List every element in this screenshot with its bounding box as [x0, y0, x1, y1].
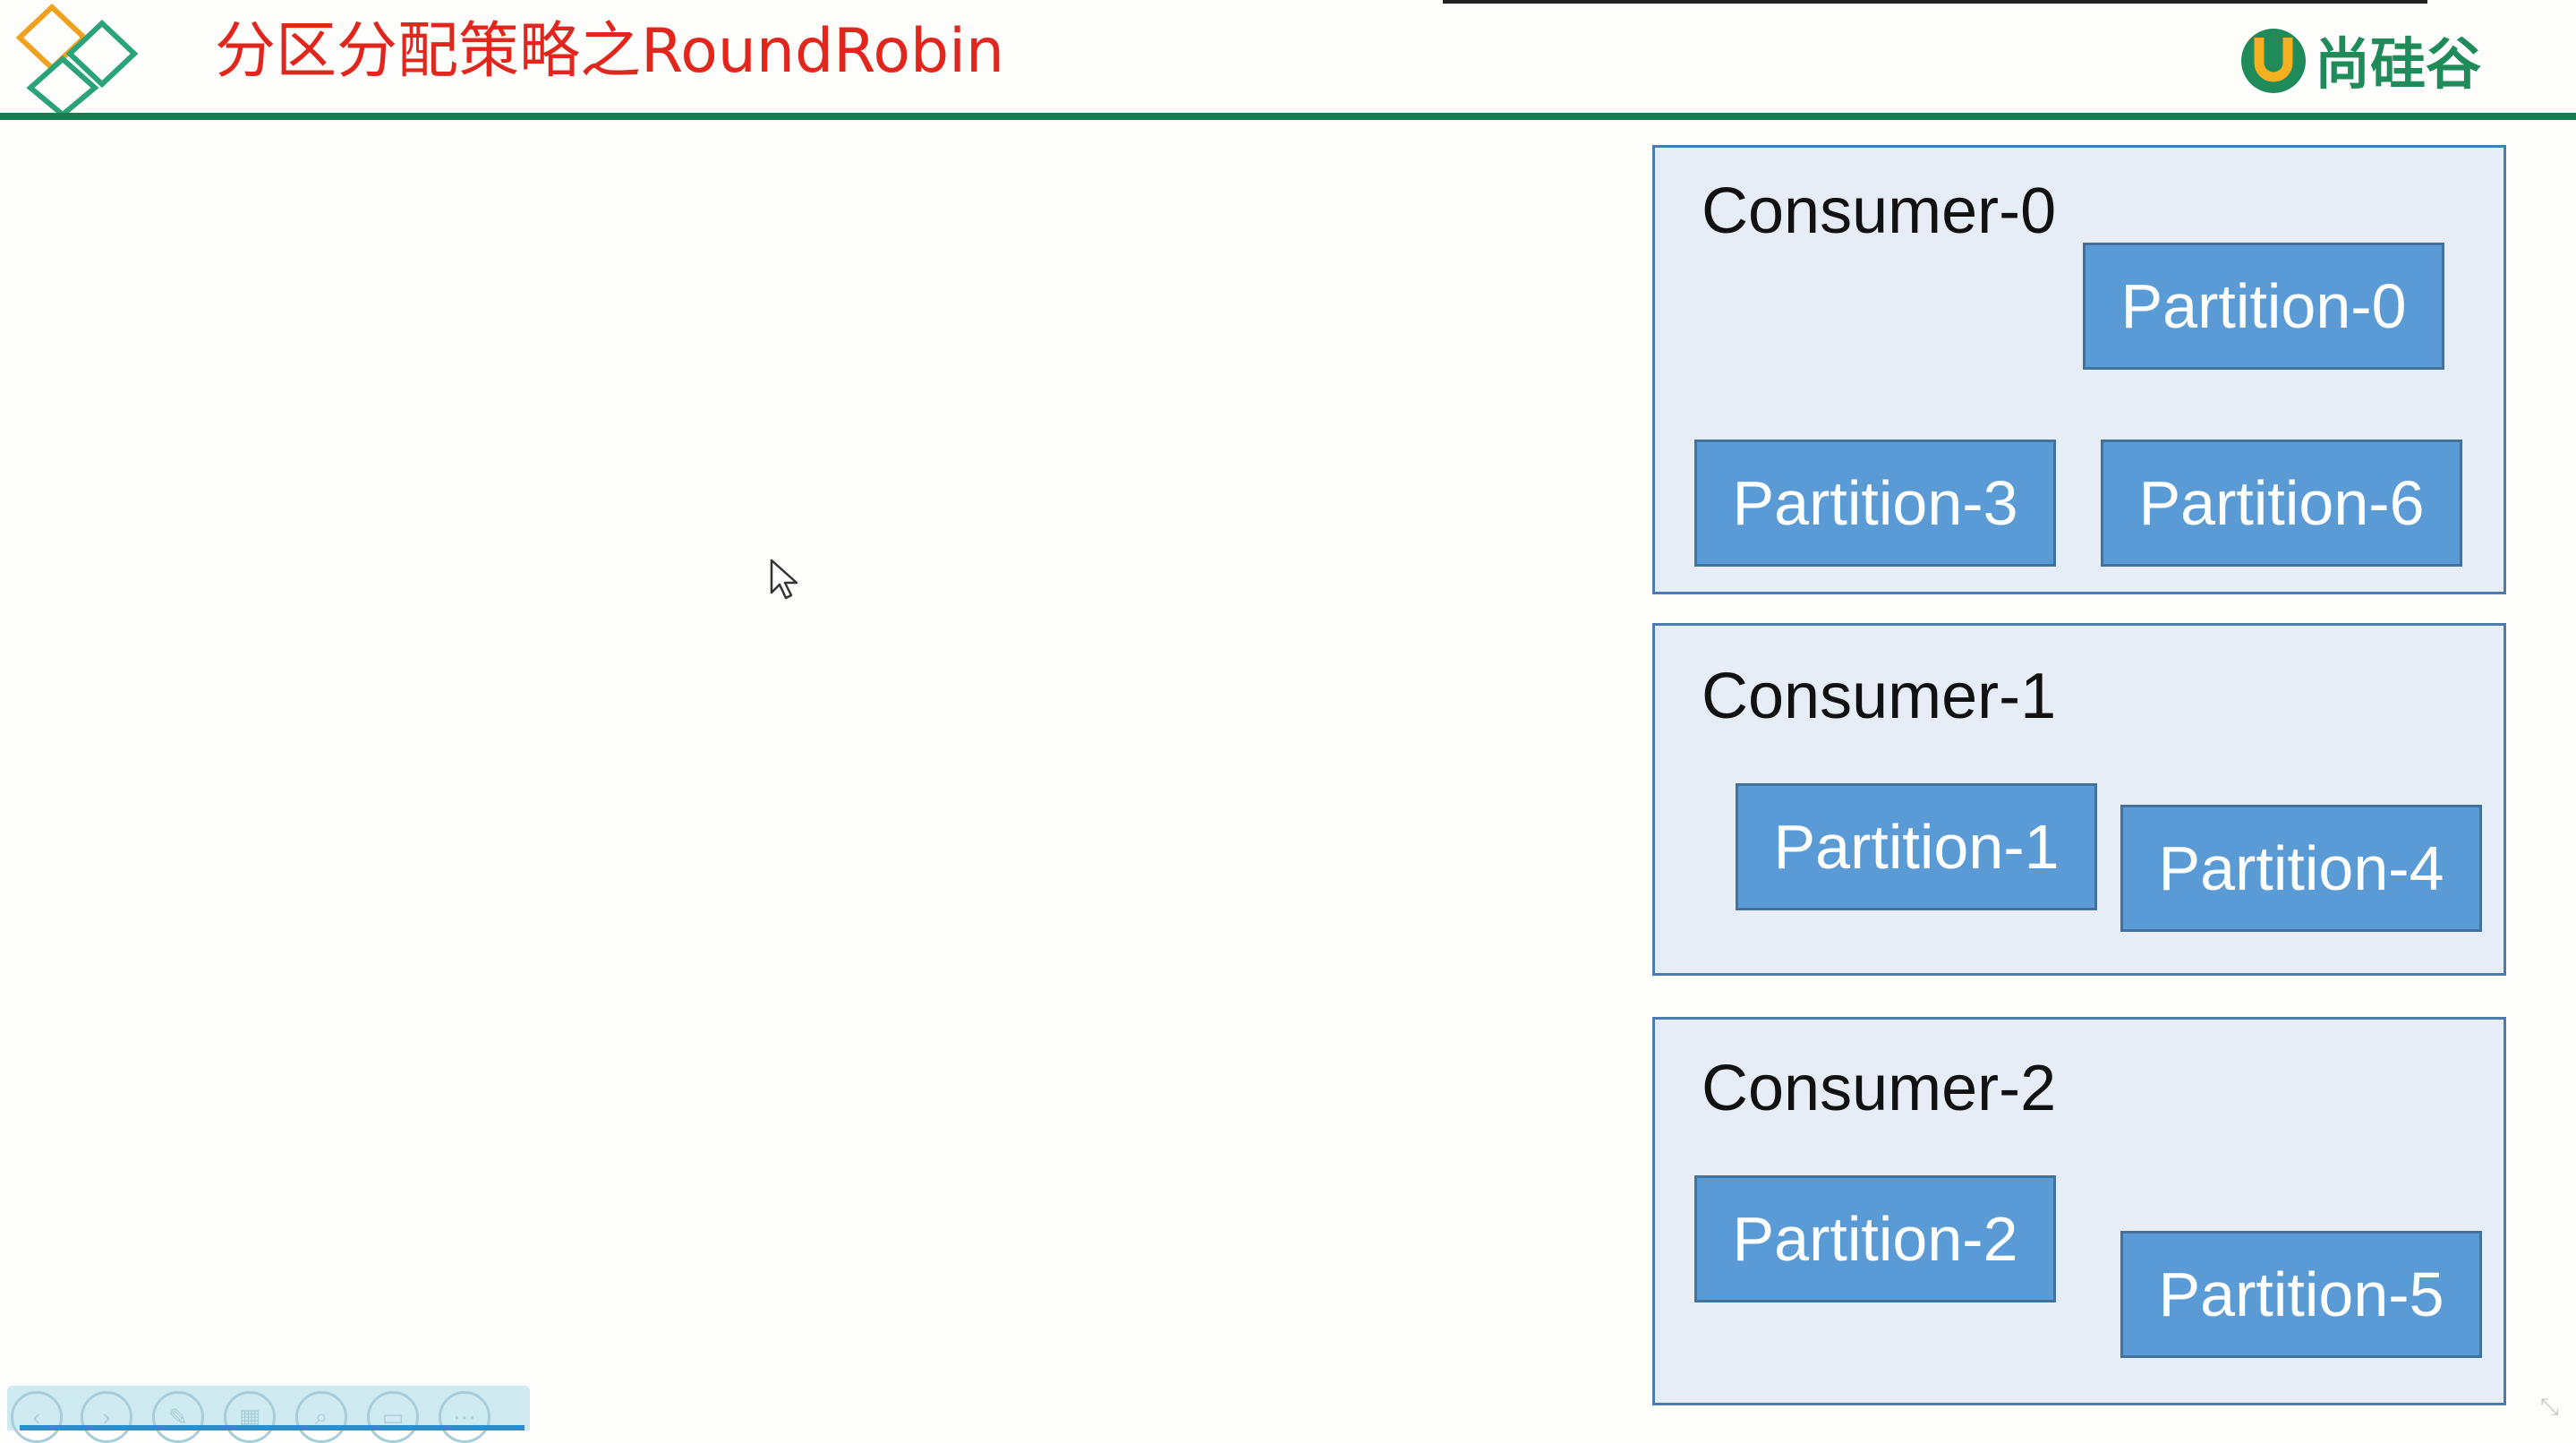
header-rule	[0, 113, 2576, 120]
partition-box: Partition-2	[1694, 1175, 2056, 1302]
slides-icon[interactable]: ▦	[224, 1391, 276, 1443]
partition-box: Partition-6	[2101, 440, 2462, 567]
partition-box: Partition-0	[2083, 243, 2444, 370]
zoom-icon[interactable]: ⌕	[295, 1391, 347, 1443]
consumer-label: Consumer-1	[1702, 661, 2057, 732]
slide-title: 分区分配策略之RoundRobin	[215, 16, 1005, 87]
consumer-group-2: Consumer-2 Partition-2 Partition-5	[1652, 1017, 2506, 1405]
partition-box: Partition-4	[2120, 805, 2482, 932]
partition-box: Partition-3	[1694, 440, 2056, 567]
brand-u-icon	[2241, 29, 2306, 93]
more-icon[interactable]: ⋯	[439, 1391, 490, 1443]
partition-box: Partition-1	[1736, 783, 2097, 910]
next-icon[interactable]: ›	[81, 1391, 132, 1443]
partition-box: Partition-5	[2120, 1231, 2482, 1358]
consumer-label: Consumer-0	[1702, 175, 2057, 247]
header-top-line	[1443, 0, 2427, 4]
slide-header: 分区分配策略之RoundRobin 尚硅谷	[0, 0, 2576, 115]
previous-icon[interactable]: ‹	[11, 1391, 63, 1443]
consumer-group-1: Consumer-1 Partition-1 Partition-4	[1652, 623, 2506, 976]
consumer-label: Consumer-2	[1702, 1053, 2057, 1124]
pen-icon[interactable]: ✎	[152, 1391, 204, 1443]
consumer-group-0: Consumer-0 Partition-0 Partition-3 Parti…	[1652, 145, 2506, 594]
subtitle-icon[interactable]: ▭	[367, 1391, 419, 1443]
mouse-pointer-icon	[770, 559, 798, 600]
diamond-logo-icon	[15, 4, 139, 115]
brand-logo: 尚硅谷	[2238, 21, 2481, 97]
resize-corner-icon[interactable]: ⤡	[2540, 1393, 2559, 1420]
slide-progress-bar	[20, 1425, 525, 1430]
brand-name: 尚硅谷	[2315, 31, 2482, 97]
